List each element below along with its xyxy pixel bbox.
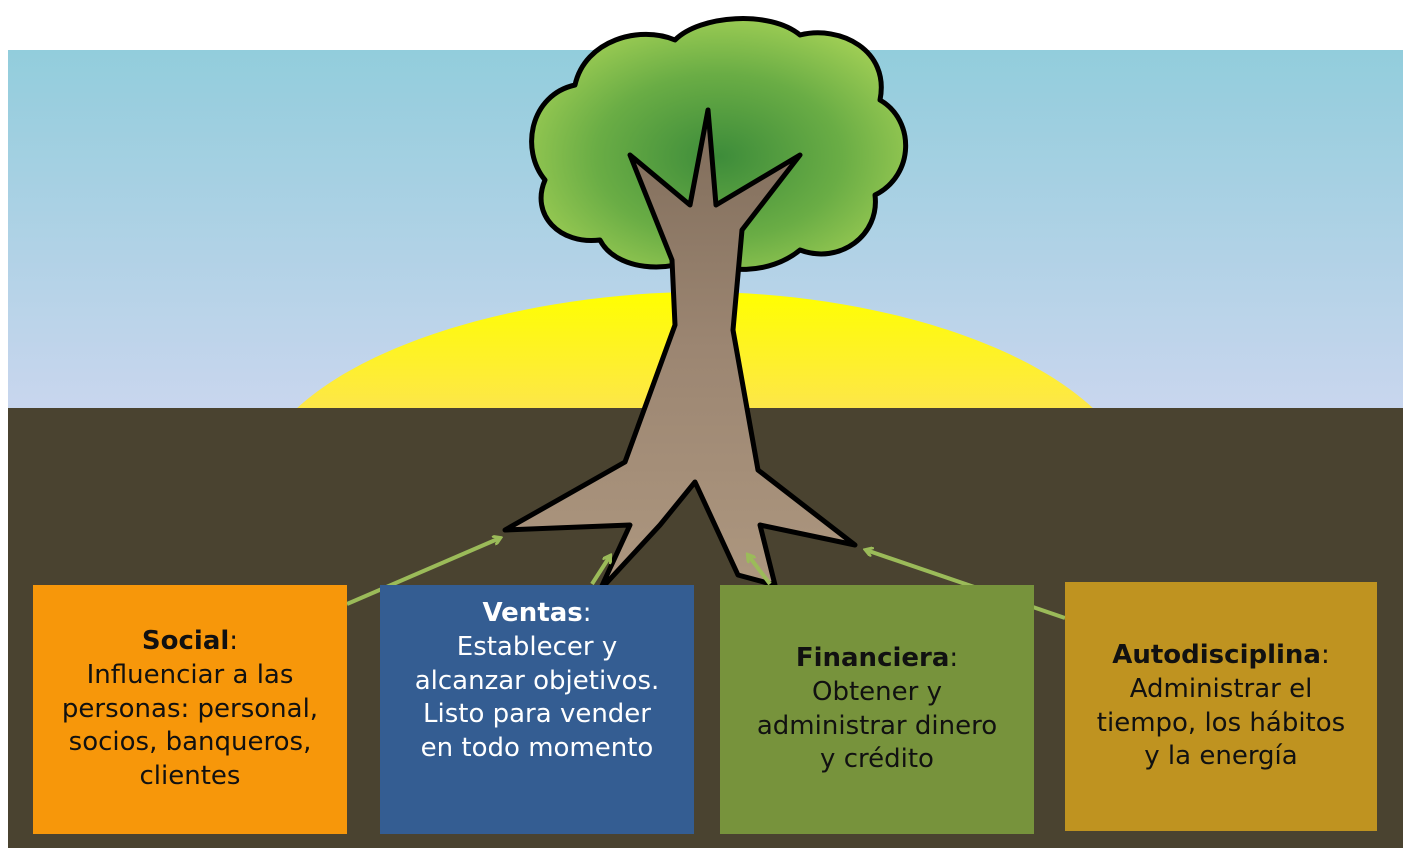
box-social: Social: Influenciar a las personas: pers… (33, 585, 347, 834)
box-social-line-3: socios, banqueros, (68, 727, 312, 758)
arrow-ventas (590, 556, 610, 586)
box-social-title: Social (141, 626, 230, 656)
box-autodisciplina-line-1: Administrar el (1129, 673, 1313, 704)
box-financiera-line-1: Obtener y (812, 676, 942, 707)
box-social-title-line: Social: (141, 626, 239, 656)
box-financiera: Financiera: Obtener y administrar dinero… (720, 585, 1034, 834)
box-ventas-title: Ventas (482, 598, 583, 628)
box-autodisciplina: Autodisciplina: Administrar el tiempo, l… (1065, 582, 1377, 831)
arrow-social (346, 538, 500, 606)
box-autodisciplina-line-3: y la energía (1144, 741, 1298, 772)
box-autodisciplina-line-2: tiempo, los hábitos (1096, 707, 1346, 738)
box-financiera-title: Financiera (795, 642, 950, 673)
box-financiera-line-2: administrar dinero (756, 710, 998, 741)
box-social-line-1: Influenciar a las (86, 659, 294, 690)
box-ventas-line-2: alcanzar objetivos. (414, 665, 660, 696)
arrow-financiera (748, 555, 772, 586)
box-financiera-line-3: y crédito (820, 744, 934, 775)
box-financiera-title-line: Financiera: (795, 642, 959, 673)
box-ventas-line-1: Establecer y (456, 631, 618, 662)
box-autodisciplina-title: Autodisciplina (1112, 639, 1321, 670)
box-social-line-2: personas: personal, (61, 693, 319, 724)
box-ventas-title-line: Ventas: (482, 598, 592, 628)
box-social-line-4: clientes (139, 761, 241, 792)
box-ventas: Ventas: Establecer y alcanzar objetivos.… (380, 585, 694, 834)
tree-foliage (529, 16, 909, 272)
box-ventas-line-3: Listo para vender (423, 699, 651, 730)
box-ventas-line-4: en todo momento (420, 733, 654, 764)
box-autodisciplina-title-line: Autodisciplina: (1112, 639, 1330, 670)
